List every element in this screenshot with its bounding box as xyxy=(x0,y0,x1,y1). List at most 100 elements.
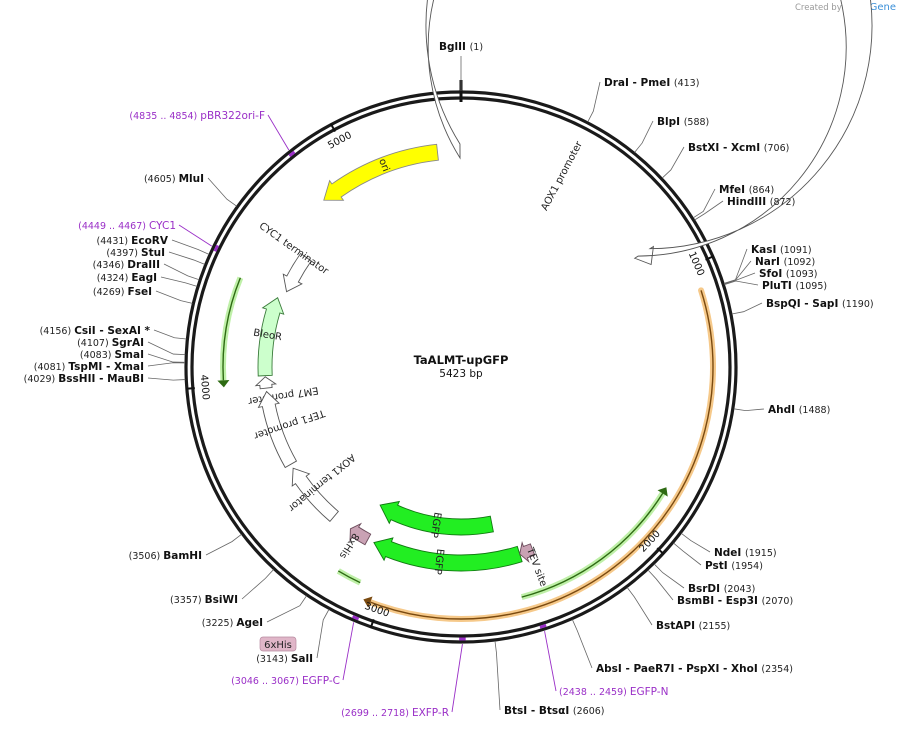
enzyme-site[interactable]: (4156) CsiI - SexAI * xyxy=(40,325,187,340)
plasmid-size: 5423 bp xyxy=(439,368,483,380)
enzyme-site[interactable]: (4107) SgrAI xyxy=(77,337,186,356)
plasmid-name: TaALMT-upGFP xyxy=(414,353,509,367)
enzyme-site[interactable]: MfeI (864) xyxy=(693,184,774,219)
enzyme-label[interactable]: PstI (1954) xyxy=(705,560,763,572)
primer-site[interactable]: (4835 .. 4854) pBR322ori-F xyxy=(129,110,296,158)
primer-label[interactable]: (2438 .. 2459) EGFP-N xyxy=(559,686,668,698)
enzyme-label[interactable]: (4081) TspMI - XmaI xyxy=(34,361,144,373)
egfp-arrow-2[interactable] xyxy=(379,500,494,536)
enzyme-label[interactable]: (4107) SgrAI xyxy=(77,337,144,349)
enzyme-label[interactable]: BlpI (588) xyxy=(657,116,709,128)
enzyme-label[interactable]: (4324) EagI xyxy=(97,272,157,284)
enzyme-site[interactable]: HindIII (872) xyxy=(694,196,796,221)
cyc1-terminator-arrow[interactable] xyxy=(282,252,312,293)
enzyme-site[interactable]: DraI - PmeI (413) xyxy=(587,77,700,123)
enzyme-position: (3225) xyxy=(202,618,234,629)
enzyme-name: - XmaI xyxy=(106,361,144,373)
enzyme-label[interactable]: (4397) StuI xyxy=(106,247,165,259)
enzyme-label[interactable]: PluTI (1095) xyxy=(762,280,827,292)
enzyme-label[interactable]: BsrDI (2043) xyxy=(688,583,755,595)
enzyme-site[interactable]: (4083) SmaI xyxy=(80,349,186,363)
enzyme-label[interactable]: (4029) BssHII - MauBI xyxy=(24,373,144,385)
enzyme-site[interactable]: (4324) EagI xyxy=(97,272,198,287)
primer-label[interactable]: (3046 .. 3067) EGFP-C xyxy=(231,675,340,687)
tef1-promoter-arrow[interactable] xyxy=(257,390,298,469)
enzyme-leader xyxy=(731,302,763,315)
enzyme-label[interactable]: BspQI - SapI (1190) xyxy=(766,298,874,310)
primer-labels[interactable]: (4835 .. 4854) pBR322ori-F (4449 .. 4467)… xyxy=(78,110,668,719)
enzyme-labels[interactable]: BglII (1) DraI - PmeI (413) BlpI (588) BstX… xyxy=(24,41,874,717)
enzyme-label[interactable]: BglII (1) xyxy=(439,41,483,53)
enzyme-label[interactable]: (4083) SmaI xyxy=(80,349,144,361)
enzyme-label[interactable]: BtsI - BtsαI (2606) xyxy=(504,705,605,717)
enzyme-label[interactable]: (4346) DraIII xyxy=(93,259,160,271)
enzyme-label[interactable]: BstAPI (2155) xyxy=(656,620,730,632)
enzyme-site[interactable]: (4397) StuI xyxy=(106,247,205,265)
enzyme-label[interactable]: KasI (1091) xyxy=(751,244,812,256)
enzyme-site[interactable]: (3225) AgeI xyxy=(202,595,307,629)
enzyme-label[interactable]: DraI - PmeI (413) xyxy=(604,77,699,89)
tev-site[interactable] xyxy=(519,541,536,563)
enzyme-label[interactable]: NdeI (1915) xyxy=(714,547,777,559)
enzyme-site[interactable]: BglII (1) xyxy=(439,41,483,91)
enzyme-label[interactable]: (3357) BsiWI xyxy=(170,594,238,606)
enzyme-label[interactable]: BstXI - XcmI (706) xyxy=(688,142,789,154)
aox1-terminator-arrow[interactable] xyxy=(291,467,339,523)
enzyme-label[interactable]: SfoI (1093) xyxy=(759,268,818,280)
enzyme-label[interactable]: (4431) EcoRV xyxy=(97,235,169,247)
enzyme-site[interactable]: (4081) TspMI - XmaI xyxy=(34,361,186,373)
enzyme-label[interactable]: HindIII (872) xyxy=(727,196,795,208)
enzyme-label[interactable]: (3143) SalI xyxy=(256,653,313,665)
enzyme-label[interactable]: (4269) FseI xyxy=(93,286,152,298)
enzyme-label[interactable]: AhdI (1488) xyxy=(768,404,830,416)
his8-tag[interactable] xyxy=(349,522,372,546)
primer-label[interactable]: (2699 .. 2718) EXFP-R xyxy=(341,707,449,719)
enzyme-position: (3357) xyxy=(170,595,202,606)
primer-label[interactable]: (4449 .. 4467) CYC1 xyxy=(78,220,176,232)
primer-site[interactable]: (3046 .. 3067) EGFP-C xyxy=(231,615,360,687)
enzyme-site[interactable]: PluTI (1095) xyxy=(724,280,827,292)
enzyme-site[interactable]: PstI (1954) xyxy=(673,542,763,572)
enzyme-site[interactable]: (4269) FseI xyxy=(93,286,193,304)
em7-promoter-arrow[interactable] xyxy=(254,376,278,390)
enzyme-label[interactable]: NarI (1092) xyxy=(755,256,815,268)
aox1-promoter-arrow[interactable] xyxy=(425,0,873,266)
enzyme-label[interactable]: AbsI - PaeR7I - PspXI - XhoI (2354) xyxy=(596,663,793,675)
enzyme-site[interactable]: AbsI - PaeR7I - PspXI - XhoI (2354) xyxy=(572,619,793,675)
enzyme-site[interactable]: AhdI (1488) xyxy=(733,404,830,416)
primer-site[interactable]: (2438 .. 2459) EGFP-N xyxy=(539,623,668,698)
enzyme-site[interactable]: BlpI (588) xyxy=(634,116,710,153)
enzyme-label[interactable]: (4605) MluI xyxy=(144,173,204,185)
enzyme-site[interactable]: BtsI - BtsαI (2606) xyxy=(494,640,605,717)
egfp-arrow-1[interactable] xyxy=(373,537,523,572)
enzyme-site[interactable]: BsmBI - Esp3I (2070) xyxy=(647,569,793,607)
bleor-arrow[interactable] xyxy=(257,297,285,377)
enzyme-site[interactable]: NdeI (1915) xyxy=(681,533,777,559)
enzyme-site[interactable]: (3357) BsiWI xyxy=(170,569,274,606)
ori-arrow[interactable] xyxy=(323,143,439,201)
enzyme-label[interactable]: (3225) AgeI xyxy=(202,617,263,629)
enzyme-site[interactable]: BstXI - XcmI (706) xyxy=(661,142,789,179)
primer-leader xyxy=(451,643,463,713)
enzyme-label[interactable]: MfeI (864) xyxy=(719,184,774,196)
primer-label[interactable]: (4835 .. 4854) pBR322ori-F xyxy=(129,110,265,122)
primer-site[interactable]: (4449 .. 4467) CYC1 xyxy=(78,220,220,252)
enzyme-name: NdeI xyxy=(714,547,745,559)
enzyme-site[interactable]: (3143) SalI xyxy=(256,609,330,665)
enzyme-site[interactable]: (4605) MluI xyxy=(144,173,237,207)
enzyme-site[interactable]: BspQI - SapI (1190) xyxy=(731,298,874,315)
enzyme-site[interactable]: (4346) DraIII xyxy=(93,259,200,281)
enzyme-site[interactable]: (3506) BamHI xyxy=(129,534,242,562)
enzyme-site[interactable]: (4029) BssHII - MauBI xyxy=(24,373,186,385)
enzyme-site[interactable]: BsrDI (2043) xyxy=(653,563,755,595)
enzyme-label[interactable]: (3506) BamHI xyxy=(129,550,202,562)
enzyme-label[interactable]: BsmBI - Esp3I (2070) xyxy=(677,595,793,607)
enzyme-site[interactable]: BstAPI (2155) xyxy=(626,587,730,632)
primer-site[interactable]: (2699 .. 2718) EXFP-R xyxy=(341,637,466,719)
enzyme-site[interactable]: SfoI (1093) xyxy=(724,268,818,285)
orf-arc-outer xyxy=(370,290,714,620)
enzyme-name: BssHII xyxy=(58,373,99,385)
enzyme-site[interactable]: (4431) EcoRV xyxy=(97,235,210,255)
enzyme-label[interactable]: (4156) CsiI - SexAI * xyxy=(40,325,151,337)
his6-tag-box[interactable]: 6xHis xyxy=(259,636,297,652)
